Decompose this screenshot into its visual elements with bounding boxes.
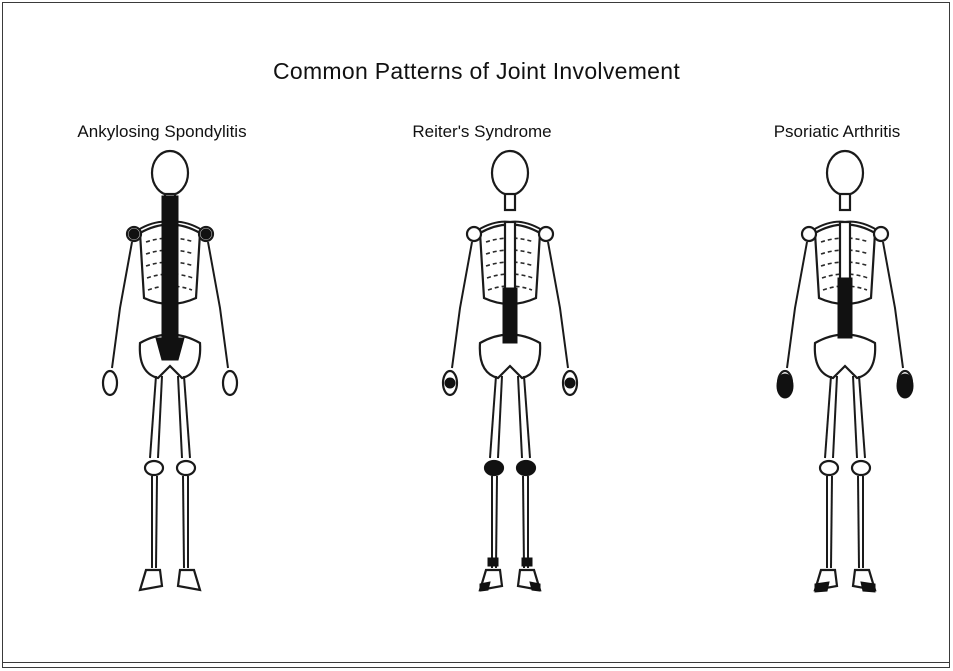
- figure-title: Common Patterns of Joint Involvement: [0, 58, 953, 85]
- involved-left-hand: [777, 374, 793, 398]
- involved-right-shoulder: [201, 229, 211, 239]
- involved-right-foot: [530, 582, 540, 591]
- involved-left-shoulder: [129, 229, 139, 239]
- involved-lumbar-spine: [838, 278, 852, 338]
- involved-left-wrist: [445, 378, 455, 388]
- skeleton-reiters-syndrome: [420, 138, 600, 608]
- involved-right-wrist: [565, 378, 575, 388]
- involved-right-hand: [897, 374, 913, 398]
- involved-lumbar-spine: [503, 288, 517, 343]
- involved-left-foot: [815, 582, 829, 592]
- involved-right-foot: [861, 582, 875, 592]
- skeleton-ankylosing-spondylitis: [80, 138, 260, 608]
- involved-right-knee: [517, 461, 535, 475]
- involved-left-ankle: [488, 558, 498, 566]
- skeleton-psoriatic-arthritis: [755, 138, 935, 608]
- involved-left-knee: [485, 461, 503, 475]
- involved-right-ankle: [522, 558, 532, 566]
- involved-left-foot: [480, 582, 490, 591]
- involved-spine: [162, 196, 178, 346]
